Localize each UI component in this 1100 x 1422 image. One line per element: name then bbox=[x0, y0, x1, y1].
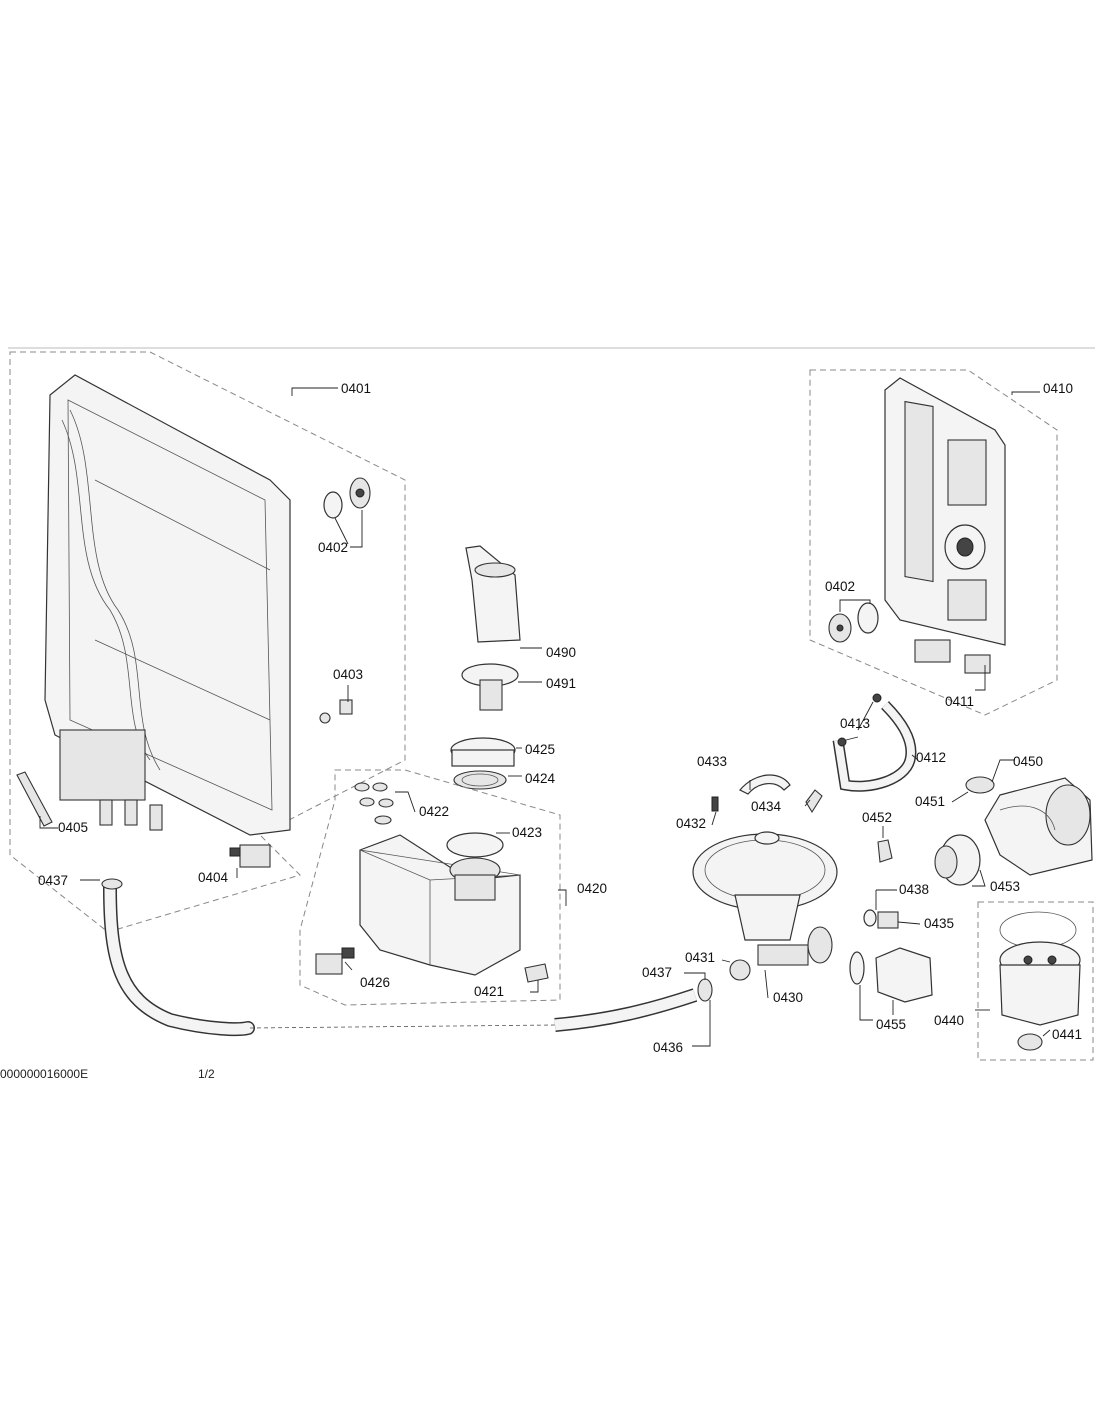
label-0420: 0420 bbox=[577, 881, 607, 896]
group-salt-funnel: 0490 0491 0425 0424 bbox=[450, 545, 576, 790]
label-0451: 0451 bbox=[915, 794, 945, 809]
label-0402: 0402 bbox=[318, 540, 348, 555]
group-heat-pump: 0440 0441 bbox=[934, 901, 1094, 1061]
group-pump: 0450 0451 0452 0453 bbox=[862, 754, 1093, 894]
group-side-panel: 0401 0402 0403 0404 0405 bbox=[9, 351, 406, 933]
label-0435: 0435 bbox=[924, 916, 954, 931]
label-0432: 0432 bbox=[676, 816, 706, 831]
label-0423: 0423 bbox=[512, 825, 542, 840]
dashed-frame-bottom-right bbox=[977, 901, 1094, 1061]
label-0434: 0434 bbox=[751, 799, 782, 814]
dashed-frame-center bbox=[299, 769, 561, 1006]
footer-code: 000000016000E bbox=[0, 1067, 88, 1081]
label-0410: 0410 bbox=[1043, 381, 1073, 396]
label-0436: 0436 bbox=[653, 1040, 683, 1055]
label-0425: 0425 bbox=[525, 742, 555, 757]
label-0422: 0422 bbox=[419, 804, 449, 819]
label-0411: 0411 bbox=[945, 694, 974, 709]
label-0405: 0405 bbox=[58, 820, 88, 835]
label-0450: 0450 bbox=[1013, 754, 1043, 769]
label-0441: 0441 bbox=[1052, 1027, 1082, 1042]
label-0491: 0491 bbox=[546, 676, 576, 691]
group-water-softener: 0422 0423 0420 0426 0421 bbox=[299, 769, 607, 1006]
label-0455: 0455 bbox=[876, 1017, 906, 1032]
label-0413: 0413 bbox=[840, 716, 870, 731]
label-0453: 0453 bbox=[990, 879, 1020, 894]
label-0440: 0440 bbox=[934, 1013, 964, 1028]
label-0490: 0490 bbox=[546, 645, 576, 660]
footer: 000000016000E 1/2 bbox=[0, 1067, 215, 1081]
label-0433: 0433 bbox=[697, 754, 727, 769]
label-0402-right: 0402 bbox=[825, 579, 855, 594]
label-0431: 0431 bbox=[685, 950, 715, 965]
label-0421: 0421 bbox=[474, 984, 504, 999]
label-0424: 0424 bbox=[525, 771, 556, 786]
label-0412: 0412 bbox=[916, 750, 946, 765]
group-drain-pump: 0438 0435 0455 bbox=[849, 882, 954, 1032]
dashed-frame-left bbox=[9, 351, 406, 933]
label-0452: 0452 bbox=[862, 810, 892, 825]
label-0404: 0404 bbox=[198, 870, 229, 885]
group-right-panel: 0410 0402 0411 bbox=[809, 369, 1073, 716]
label-0437-right: 0437 bbox=[642, 965, 672, 980]
label-0430: 0430 bbox=[773, 990, 803, 1005]
group-hose-0412: 0413 0412 bbox=[832, 693, 946, 792]
label-0403: 0403 bbox=[333, 667, 363, 682]
label-0438: 0438 bbox=[899, 882, 929, 897]
group-sump: 0433 0432 0434 0431 0430 bbox=[676, 754, 838, 1005]
side-panel-shape bbox=[44, 374, 291, 836]
group-drain-hose: 0437 0437 0436 bbox=[38, 873, 713, 1055]
label-0437-left: 0437 bbox=[38, 873, 68, 888]
label-0401: 0401 bbox=[341, 381, 371, 396]
label-0426: 0426 bbox=[360, 975, 390, 990]
footer-page-ref: 1/2 bbox=[198, 1067, 215, 1081]
dashed-frame-right bbox=[809, 369, 1058, 716]
